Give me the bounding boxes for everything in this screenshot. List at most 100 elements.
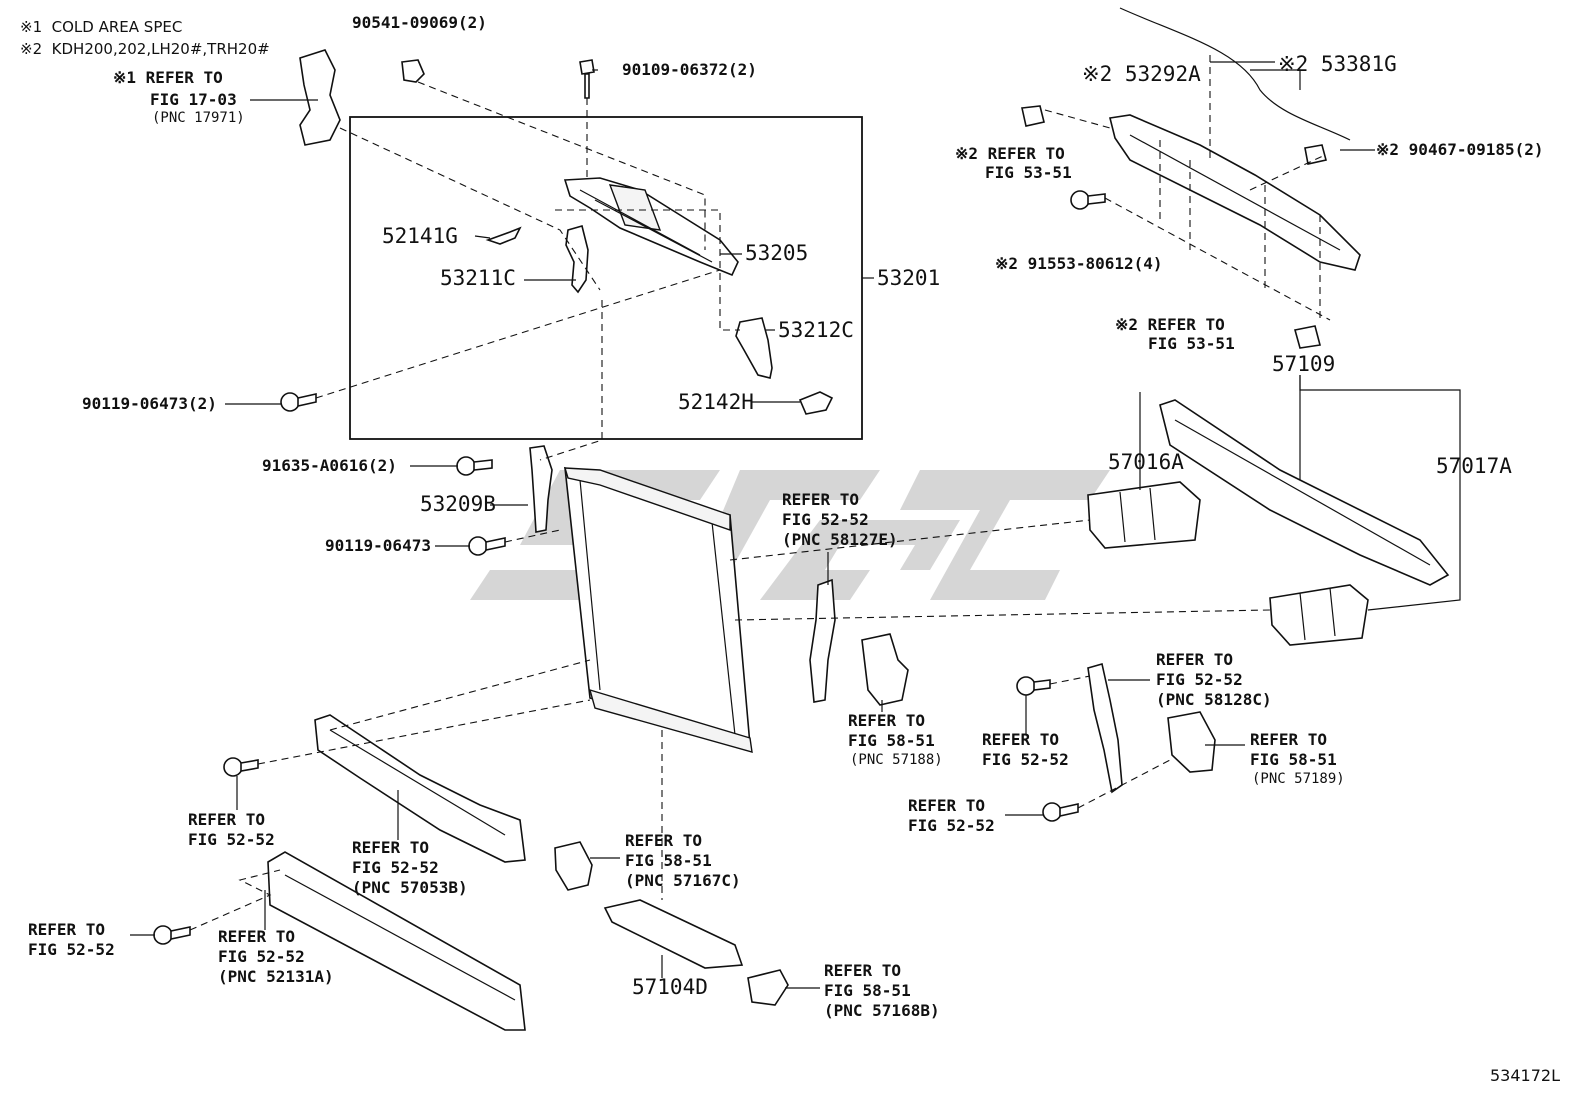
callout-57017a: 57017A bbox=[1436, 454, 1512, 478]
callout-53-51-a-line1: ※2 REFER TO bbox=[955, 144, 1065, 163]
callout-57168b-line3: (PNC 57168B) bbox=[824, 1001, 940, 1020]
part-53292a-cover bbox=[1109, 114, 1361, 271]
bolt-90119-a bbox=[280, 392, 317, 412]
nut-90541 bbox=[401, 59, 425, 83]
callout-58127e-line2: FIG 52-52 bbox=[782, 510, 869, 529]
callout-58128c-line2: FIG 52-52 bbox=[1156, 670, 1243, 689]
callout-58128c-line3: (PNC 58128C) bbox=[1156, 690, 1272, 709]
bolt-90109 bbox=[579, 59, 595, 99]
callout-91553: ※2 91553-80612(4) bbox=[995, 254, 1163, 273]
callout-57188-line3: (PNC 57188) bbox=[850, 752, 943, 768]
part-53212c-bracket bbox=[735, 317, 773, 379]
callout-53212c: 53212C bbox=[778, 318, 854, 342]
part-52141g-clip bbox=[485, 226, 522, 245]
callout-17-03-line1: ※1 REFER TO bbox=[113, 68, 223, 87]
callout-53211c: 53211C bbox=[440, 266, 516, 290]
callout-90119-06473: 90119-06473 bbox=[325, 536, 431, 555]
radiator bbox=[564, 466, 753, 753]
bracket-57189 bbox=[1167, 711, 1216, 773]
bracket-57188 bbox=[861, 633, 909, 706]
callout-53292a: ※2 53292A bbox=[1082, 62, 1201, 86]
bolt-right-5252-a bbox=[1016, 676, 1051, 696]
callout-57188-line2: FIG 58-51 bbox=[848, 731, 935, 750]
part-57016a-duct-right bbox=[1269, 584, 1369, 646]
callout-90541: 90541-09069(2) bbox=[352, 13, 487, 32]
callout-17-03-line3: (PNC 17971) bbox=[152, 110, 245, 126]
part-53209b-seal bbox=[529, 445, 553, 533]
hood-seal-53381g bbox=[1119, 7, 1351, 141]
callout-57016a: 57016A bbox=[1108, 450, 1184, 474]
bracket-58128c bbox=[1087, 662, 1123, 794]
callout-53201: 53201 bbox=[877, 266, 941, 290]
bracket-17971 bbox=[299, 49, 341, 146]
callout-57167c-line2: FIG 58-51 bbox=[625, 851, 712, 870]
callout-57053b-line2: FIG 52-52 bbox=[352, 858, 439, 877]
diagram-id: 534172L bbox=[1490, 1066, 1560, 1085]
callout-57053b-line3: (PNC 57053B) bbox=[352, 878, 468, 897]
callout-52131a-line1: REFER TO bbox=[218, 927, 296, 946]
callout-57189-line1: REFER TO bbox=[1250, 730, 1328, 749]
bolt-90119-b bbox=[468, 536, 506, 556]
callout-17-03-line2: FIG 17-03 bbox=[150, 90, 237, 109]
assembly-dash-lines bbox=[189, 55, 1331, 931]
callout-91635: 91635-A0616(2) bbox=[262, 456, 397, 475]
callout-52-52-rb-line1: REFER TO bbox=[908, 796, 986, 815]
clip-90467 bbox=[1304, 144, 1327, 165]
part-52142h-clip bbox=[798, 391, 834, 415]
callout-52142h: 52142H bbox=[678, 390, 754, 414]
callout-57167c-line3: (PNC 57167C) bbox=[625, 871, 741, 890]
part-53211c-bracket bbox=[565, 225, 589, 294]
bolt-right-5252-b bbox=[1042, 802, 1079, 822]
bolt-91553 bbox=[1070, 190, 1106, 210]
callout-90109: 90109-06372(2) bbox=[622, 60, 757, 79]
callout-58127e-line3: (PNC 58127E) bbox=[782, 530, 898, 549]
callout-52131a-line2: FIG 52-52 bbox=[218, 947, 305, 966]
callout-52131a-line3: (PNC 52131A) bbox=[218, 967, 334, 986]
part-53205-upper-support bbox=[563, 177, 739, 277]
part-52131a-reinforcement bbox=[267, 851, 526, 1031]
part-57167c-bracket bbox=[554, 841, 593, 891]
callout-52-52-r-line1: REFER TO bbox=[982, 730, 1060, 749]
part-57168b-bracket bbox=[747, 969, 789, 1006]
callout-57109: 57109 bbox=[1272, 352, 1336, 376]
callout-53-51-b-line1: ※2 REFER TO bbox=[1115, 315, 1225, 334]
callout-53209b: 53209B bbox=[420, 492, 496, 516]
callout-52141g: 52141G bbox=[382, 224, 458, 248]
part-57017a-seal bbox=[1159, 399, 1450, 586]
callout-90467: ※2 90467-09185(2) bbox=[1376, 140, 1544, 159]
callout-52-52-ll-line2: FIG 52-52 bbox=[28, 940, 115, 959]
callout-57189-line3: (PNC 57189) bbox=[1252, 771, 1345, 787]
bolt-left-5252-b bbox=[153, 925, 191, 945]
part-57104d-undercover bbox=[603, 899, 744, 969]
callout-52-52-l-line2: FIG 52-52 bbox=[188, 830, 275, 849]
note-models: ※2 KDH200,202,LH20#,TRH20# bbox=[20, 40, 270, 58]
bolt-left-5252-a bbox=[223, 757, 259, 777]
bolt-91635 bbox=[456, 456, 493, 476]
callout-57168b-line1: REFER TO bbox=[824, 961, 902, 980]
callout-90119-06473-2: 90119-06473(2) bbox=[82, 394, 217, 413]
callout-57167c-line1: REFER TO bbox=[625, 831, 703, 850]
callout-57189-line2: FIG 58-51 bbox=[1250, 750, 1337, 769]
callout-57104d: 57104D bbox=[632, 975, 708, 999]
assembly-53201-frame bbox=[349, 116, 863, 440]
callout-57188-line1: REFER TO bbox=[848, 711, 926, 730]
leader-lines bbox=[130, 61, 1461, 989]
callout-53-51-b-line2: FIG 53-51 bbox=[1148, 334, 1235, 353]
callout-58127e-line1: REFER TO bbox=[782, 490, 860, 509]
callout-57053b-line1: REFER TO bbox=[352, 838, 430, 857]
callout-53-51-a-line2: FIG 53-51 bbox=[985, 163, 1072, 182]
note-cold-area: ※1 COLD AREA SPEC bbox=[20, 18, 183, 36]
part-57053b-lower-support bbox=[314, 714, 526, 863]
callout-53205: 53205 bbox=[745, 241, 809, 265]
callout-52-52-l-line1: REFER TO bbox=[188, 810, 266, 829]
callout-52-52-ll-line1: REFER TO bbox=[28, 920, 106, 939]
callout-53381g: ※2 53381G bbox=[1278, 52, 1397, 76]
part-57016a-duct-left bbox=[1087, 481, 1201, 549]
callout-52-52-rb-line2: FIG 52-52 bbox=[908, 816, 995, 835]
callout-57168b-line2: FIG 58-51 bbox=[824, 981, 911, 1000]
callout-58128c-line1: REFER TO bbox=[1156, 650, 1234, 669]
bracket-58127e bbox=[809, 578, 836, 703]
callout-52-52-r-line2: FIG 52-52 bbox=[982, 750, 1069, 769]
